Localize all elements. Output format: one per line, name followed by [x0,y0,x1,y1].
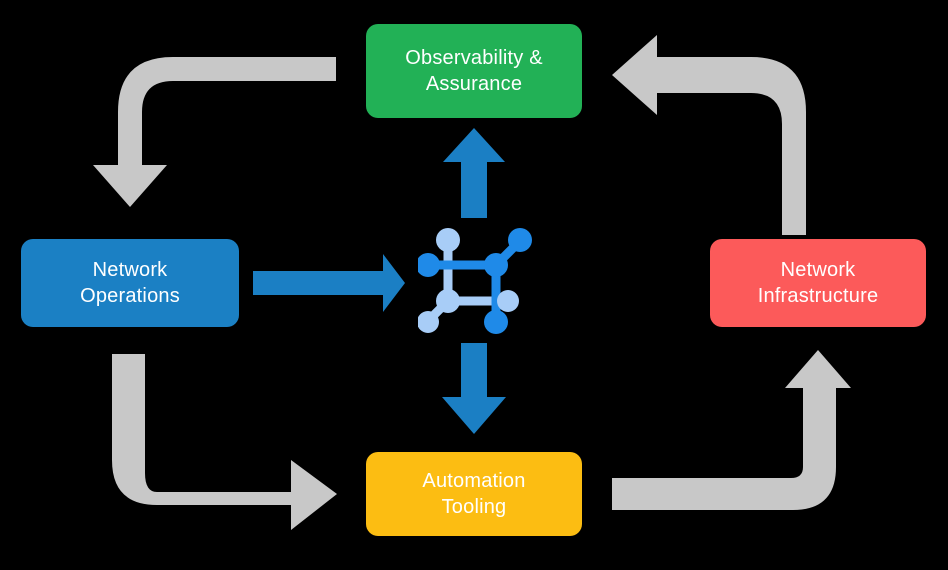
network-topology-icon [418,228,532,334]
node-light-right [497,290,519,312]
arrow-operations-to-automation [112,354,337,530]
node-light-bottomleft [418,311,439,333]
node-automation-tooling[interactable]: Automation Tooling [366,452,582,536]
node-network-infrastructure[interactable]: Network Infrastructure [710,239,926,327]
node-dark-bottom [484,310,508,334]
arrow-center-to-automation [442,343,506,434]
arrow-operations-to-center [253,254,405,312]
arrow-observability-to-operations [93,57,336,207]
arrow-automation-to-infrastructure [612,350,851,510]
node-observability-assurance[interactable]: Observability & Assurance [366,24,582,118]
node-light-mid [436,289,460,313]
node-network-operations[interactable]: Network Operations [21,239,239,327]
node-light-top [436,228,460,252]
arrow-infrastructure-to-observability [612,35,806,235]
node-dark-center [484,253,508,277]
node-dark-topright [508,228,532,252]
node-dark-left [418,253,440,277]
arrow-center-to-observability [443,128,505,218]
